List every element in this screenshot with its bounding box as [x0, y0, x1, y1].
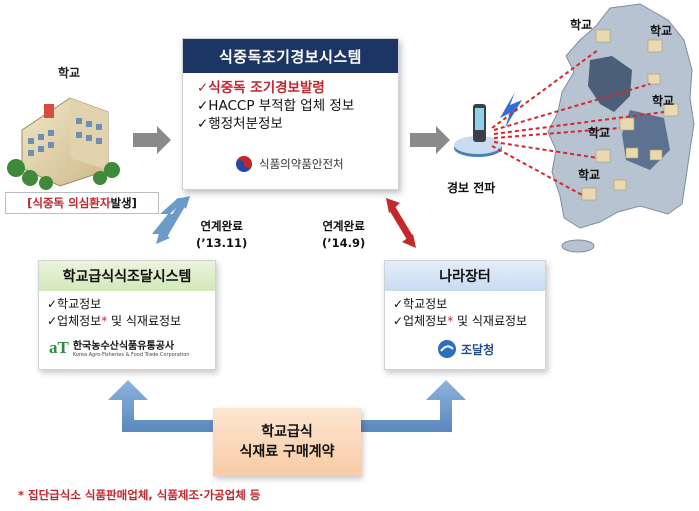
flow-arrow-left [108, 380, 213, 432]
at-logo-icon: aT [49, 337, 69, 357]
link-arrow-right [386, 198, 416, 248]
link-arrow-left-shape [156, 196, 190, 244]
link-label-right: 연계완료 (’14.9) [322, 218, 365, 252]
link-arrow-left [152, 198, 186, 234]
occurrence-suffix: 발생] [110, 196, 137, 210]
arrow-right-2 [410, 126, 450, 154]
link-label-left: 연계완료 (’13.11) [196, 218, 247, 252]
early-warning-system-box: 식중독조기경보시스템 ✓식중독 조기경보발령 ✓HACCP 부적합 업체 정보 … [182, 38, 399, 190]
at-org: aT 한국농수산식품유통공사 Korea Agro-Fisheries & Fo… [49, 337, 190, 359]
nara-market-items: ✓학교정보 ✓업체정보* 및 식재료정보 [393, 296, 545, 330]
nara-market-box: 나라장터 ✓학교정보 ✓업체정보* 및 식재료정보 조달청 [384, 260, 546, 370]
map-school-label: 학교 [588, 126, 611, 140]
purchase-contract-box: 학교급식 식재료 구매계약 [213, 408, 361, 476]
signal-icon [500, 92, 522, 128]
list-item: ✓HACCP 부적합 업체 정보 [197, 98, 355, 114]
list-item: ✓식중독 조기경보발령 [197, 80, 325, 96]
list-item: ✓행정처분정보 [197, 116, 283, 132]
contract-line2: 식재료 구매계약 [239, 444, 335, 460]
arrow-right-1 [133, 126, 171, 154]
early-warning-system-title: 식중독조기경보시스템 [183, 39, 398, 73]
list-item: ✓학교정보 [47, 297, 102, 311]
mfds-org-name: 식품의약품안전처 [259, 157, 344, 171]
school-label: 학교 [58, 66, 81, 80]
map-school-label: 학교 [652, 94, 675, 108]
link-left-title: 연계완료 [200, 219, 243, 233]
at-org-en: Korea Agro-Fisheries & Food Trade Corpor… [72, 352, 190, 358]
school-procurement-items: ✓학교정보 ✓업체정보* 및 식재료정보 [47, 296, 215, 330]
phone-icon [454, 104, 502, 157]
nara-market-title: 나라장터 [385, 261, 545, 291]
pps-org-name: 조달청 [461, 342, 495, 357]
occurrence-badge: [식중독 의심환자 발생] [5, 192, 159, 214]
footnote: * 집단급식소 식품판매업체, 식품제조·가공업체 등 [18, 488, 261, 502]
link-right-date: (’14.9) [322, 236, 366, 250]
broadcast-lines [491, 49, 665, 197]
school-building-icon [7, 97, 120, 190]
map-school-label: 학교 [570, 18, 593, 32]
link-right-title: 연계완료 [322, 219, 365, 233]
school-procurement-system-box: 학교급식식조달시스템 ✓학교정보 ✓업체정보* 및 식재료정보 aT 한국농수산… [38, 260, 216, 370]
korea-map [547, 3, 695, 253]
at-org-name: 한국농수산식품유통공사 [72, 341, 175, 352]
map-school-label: 학교 [650, 24, 673, 38]
list-item: ✓학교정보 [393, 297, 448, 311]
map-school-label: 학교 [578, 168, 601, 182]
school-procurement-system-title: 학교급식식조달시스템 [39, 261, 215, 291]
broadcast-label: 경보 전파 [447, 181, 496, 195]
list-item: ✓업체정보* 및 식재료정보 [393, 314, 528, 328]
mfds-org: 식품의약품안전처 [235, 155, 344, 173]
pps-logo-icon [438, 340, 456, 358]
pps-org: 조달청 [437, 339, 494, 359]
early-warning-items: ✓식중독 조기경보발령 ✓HACCP 부적합 업체 정보 ✓행정처분정보 [197, 79, 398, 133]
occurrence-prefix: [식중독 의심환자 [27, 196, 111, 210]
link-left-date: (’13.11) [196, 236, 248, 250]
flow-arrow-right [361, 380, 466, 432]
contract-line1: 학교급식 [261, 424, 313, 440]
list-item: ✓업체정보* 및 식재료정보 [47, 314, 182, 328]
taegeuk-logo-icon [236, 156, 252, 172]
